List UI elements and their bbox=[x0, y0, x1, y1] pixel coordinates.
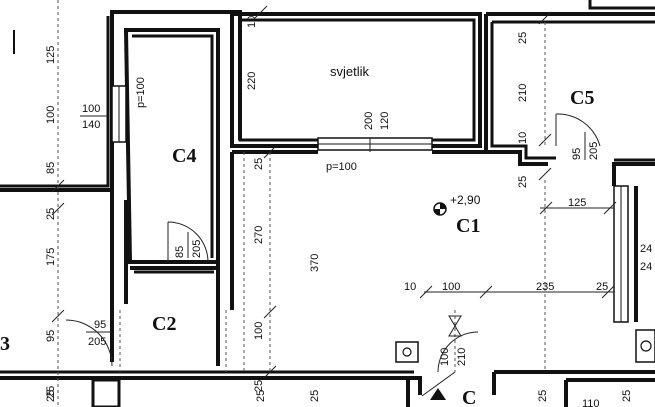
dim-label: 100 bbox=[253, 322, 265, 340]
dim-label: 10 bbox=[517, 132, 529, 144]
room-label-c3-partial: 3 bbox=[0, 333, 10, 355]
opening-p100-center: p=100 bbox=[326, 161, 357, 173]
dim-label: 25 bbox=[309, 390, 321, 402]
dim-label: 175 bbox=[45, 248, 57, 266]
dim-label: 100 bbox=[442, 281, 460, 293]
dim-label: 25 bbox=[596, 281, 608, 293]
dim-label: 210 bbox=[517, 84, 529, 102]
c5-dimensions: 25 210 10 95 205 25 bbox=[517, 32, 600, 160]
middle-dimensions: 10 220 25 270 100 25 370 bbox=[246, 16, 321, 392]
dim-label: 205 bbox=[88, 336, 106, 348]
opening-p100-left: p=100 bbox=[135, 77, 147, 108]
room-label-c-bottom: C bbox=[462, 387, 476, 407]
dim-label: 25 bbox=[45, 390, 57, 402]
dim-label: 25 bbox=[517, 176, 529, 188]
dim-label: 25 bbox=[45, 208, 57, 220]
dim-label: 100 bbox=[439, 348, 451, 366]
dim-label: 100 bbox=[45, 106, 57, 124]
dim-label: 110 bbox=[582, 398, 600, 407]
light-well-label: svjetlik bbox=[330, 64, 370, 79]
dim-label: 120 bbox=[379, 112, 391, 130]
room-label-c4: C4 bbox=[172, 145, 196, 167]
dim-label: 95 bbox=[94, 319, 106, 331]
level-marker bbox=[433, 202, 447, 216]
dim-label: 25 bbox=[45, 386, 57, 398]
left-dimensions: 125 100 85 25 175 95 25 bbox=[45, 46, 57, 398]
dim-label: 210 bbox=[456, 348, 468, 366]
c2-door-dimensions: 95 205 bbox=[86, 319, 112, 348]
dim-label: 235 bbox=[536, 281, 554, 293]
dim-label: 85 bbox=[174, 246, 186, 258]
dim-label: 140 bbox=[82, 119, 100, 131]
dim-label: 25 bbox=[517, 32, 529, 44]
dim-label: 125 bbox=[568, 197, 586, 209]
dim-label: 85 bbox=[45, 162, 57, 174]
level-mark: +2,90 bbox=[450, 193, 481, 207]
dim-label: 25 bbox=[253, 380, 265, 392]
dim-label: 100 bbox=[82, 103, 100, 115]
dim-label: 24 bbox=[640, 261, 652, 273]
door-swings bbox=[65, 113, 601, 397]
dim-label: 205 bbox=[191, 240, 203, 258]
dim-label: 370 bbox=[309, 254, 321, 272]
dim-label: 25 bbox=[255, 390, 267, 402]
light-well-window-dimensions: 200 120 bbox=[363, 112, 391, 130]
dim-label: 25 bbox=[621, 390, 633, 402]
room-label-c5: C5 bbox=[570, 87, 594, 109]
dimension-lines bbox=[57, 0, 614, 407]
c1-dimensions: 25 125 10 100 235 25 100 210 24 24 bbox=[404, 176, 652, 366]
dim-label: 270 bbox=[253, 226, 265, 244]
room-label-c1: C1 bbox=[456, 215, 480, 237]
dim-label: 24 bbox=[640, 243, 652, 255]
dim-label: 200 bbox=[363, 112, 375, 130]
dim-label: 25 bbox=[253, 158, 265, 170]
dim-label: 10 bbox=[404, 281, 416, 293]
window-dimensions: 100 140 bbox=[80, 103, 108, 131]
bottom-dimensions: 25 25 25 25 25 110 10 bbox=[45, 390, 633, 407]
dimension-ticks bbox=[51, 5, 617, 379]
dim-label: 10 bbox=[246, 16, 258, 28]
dim-label: 125 bbox=[45, 46, 57, 64]
dim-label: 95 bbox=[571, 148, 583, 160]
dim-label: 205 bbox=[588, 142, 600, 160]
dim-label: 220 bbox=[246, 72, 258, 90]
room-label-c2: C2 bbox=[152, 313, 176, 335]
c4-door-dimensions: 85 205 bbox=[174, 232, 203, 258]
dim-label: 95 bbox=[45, 330, 57, 342]
entrance-marker bbox=[430, 315, 462, 400]
dim-label: 25 bbox=[537, 390, 549, 402]
